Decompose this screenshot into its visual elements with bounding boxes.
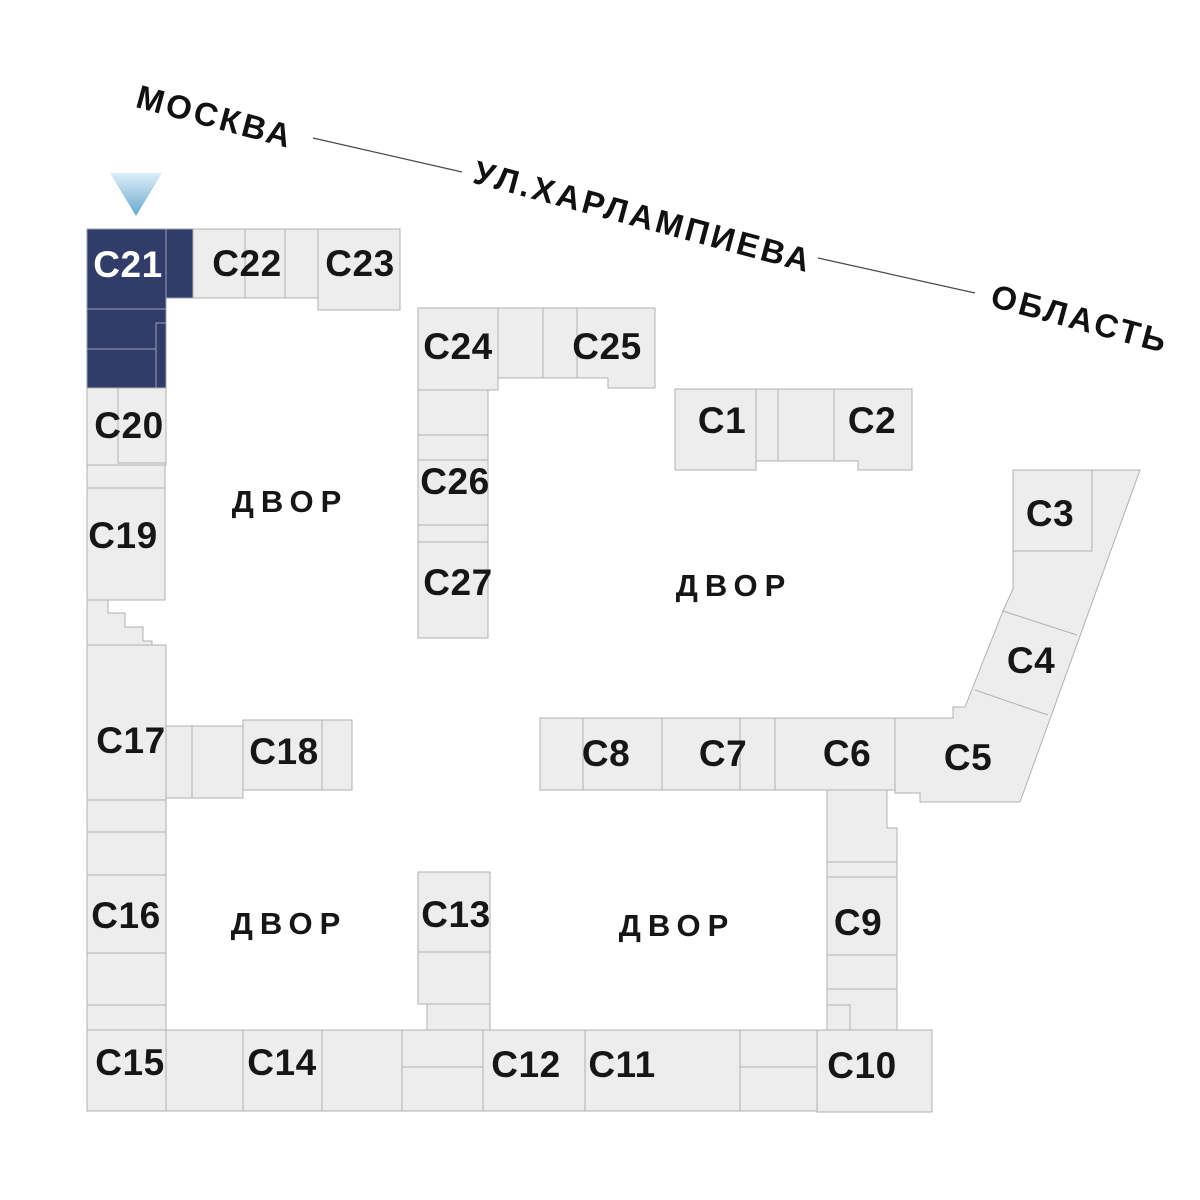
block-segment xyxy=(321,1029,403,1112)
building-c6-shape[interactable] xyxy=(774,717,896,791)
building-c23-shape[interactable] xyxy=(317,228,401,311)
street-start-label: МОСКВА xyxy=(133,78,298,155)
courtyard-label-top-left: ДВОР xyxy=(232,484,349,519)
street-line-right xyxy=(817,257,976,294)
building-c24-label: C24 xyxy=(423,326,492,367)
building-c21-wing[interactable] xyxy=(165,228,194,299)
building-c1-shape[interactable] xyxy=(674,388,757,471)
block-segment xyxy=(417,524,489,543)
block-segment xyxy=(86,952,167,1006)
building-c15-label: C15 xyxy=(95,1042,164,1083)
building-c21-group[interactable] xyxy=(86,228,194,389)
street-name-label: УЛ.ХАРЛАМПИЕВА xyxy=(470,153,817,279)
building-c26-label: C26 xyxy=(420,461,489,502)
building-c5-label: C5 xyxy=(944,737,992,778)
courtyard-label-bottom-right: ДВОР xyxy=(619,908,736,943)
block-segment xyxy=(739,1029,818,1112)
courtyard-label-top-right: ДВОР xyxy=(676,568,793,603)
building-c19-label: C19 xyxy=(88,515,157,556)
building-c26-shape[interactable] xyxy=(417,459,489,526)
building-c18-label: C18 xyxy=(249,731,318,772)
building-c7-shape[interactable] xyxy=(661,717,741,791)
block-segment xyxy=(401,1029,484,1112)
building-c10-label: C10 xyxy=(827,1045,896,1086)
street-line-left xyxy=(312,137,463,173)
building-c3-shape[interactable] xyxy=(1012,469,1093,552)
block-segment xyxy=(165,1029,244,1112)
block-segment xyxy=(321,719,353,791)
block-segment xyxy=(417,434,489,461)
block-segment xyxy=(497,307,578,379)
block-segment xyxy=(777,388,835,462)
building-c2-label: C2 xyxy=(848,400,896,441)
block-segment xyxy=(826,1004,851,1033)
block-segment xyxy=(826,861,898,878)
building-c7-label: C7 xyxy=(699,733,747,774)
building-c8-shape[interactable] xyxy=(582,717,663,791)
building-c21-shape[interactable] xyxy=(86,228,167,310)
block-segment xyxy=(426,1003,491,1031)
building-c1-label: C1 xyxy=(698,400,746,441)
building-c13-label: C13 xyxy=(421,894,490,935)
building-c12-shape[interactable] xyxy=(482,1029,586,1112)
block-segment xyxy=(86,799,167,833)
building-c14-label: C14 xyxy=(247,1042,316,1083)
building-c24-shape[interactable] xyxy=(417,307,499,391)
block-segment xyxy=(86,1004,167,1031)
building-c11-label: C11 xyxy=(588,1044,655,1085)
block-segment xyxy=(539,717,584,791)
block-divider xyxy=(1002,610,1078,636)
building-c18-shape[interactable] xyxy=(242,719,323,791)
building-c10-shape[interactable] xyxy=(816,1029,933,1113)
building-c17-label: C17 xyxy=(96,720,165,761)
building-c20-label: C20 xyxy=(94,405,163,446)
building-c22-label: C22 xyxy=(212,243,281,284)
building-c2-shape[interactable] xyxy=(833,388,913,471)
building-c6-stem xyxy=(826,789,898,863)
building-c6-label: C6 xyxy=(823,733,871,774)
building-c12-label: C12 xyxy=(491,1044,560,1085)
block-segment xyxy=(417,389,489,436)
building-c27-shape[interactable] xyxy=(417,541,489,639)
building-c8-label: C8 xyxy=(582,733,630,774)
building-c25-shape[interactable] xyxy=(576,307,656,389)
block-segment xyxy=(739,717,776,791)
block-segment xyxy=(86,831,167,876)
block-segment xyxy=(826,954,898,990)
building-c4-shape[interactable] xyxy=(974,689,1049,716)
building-c22-shape[interactable] xyxy=(192,228,319,299)
building-c25-label: C25 xyxy=(572,326,641,367)
block-segment xyxy=(755,388,779,462)
building-c4-label: C4 xyxy=(1007,640,1055,681)
courtyard-label-bottom-left: ДВОР xyxy=(231,906,348,941)
block-segment xyxy=(86,464,166,489)
block-segment xyxy=(417,951,491,1005)
building-c19-shape[interactable] xyxy=(86,487,166,601)
block-segment xyxy=(117,387,167,464)
building-c16-shape[interactable] xyxy=(86,874,167,954)
building-c17-shape[interactable] xyxy=(86,644,167,801)
building-c16-label: C16 xyxy=(91,895,160,936)
street-end-label: ОБЛАСТЬ xyxy=(987,277,1173,360)
building-c21-label: C21 xyxy=(93,244,162,285)
building-c9-label: C9 xyxy=(834,902,882,943)
block-segment xyxy=(165,725,244,799)
location-arrow-icon xyxy=(110,173,162,216)
building-c9-shape[interactable] xyxy=(826,876,898,956)
stairs-block xyxy=(86,599,153,646)
building-c21-segment[interactable] xyxy=(86,348,167,389)
building-c14-shape[interactable] xyxy=(242,1029,323,1112)
building-c23-label: C23 xyxy=(325,243,394,284)
building-c3-label: C3 xyxy=(1026,493,1074,534)
building-c21-notch xyxy=(155,322,167,389)
building-c27-label: C27 xyxy=(423,562,492,603)
building-c21-segment[interactable] xyxy=(86,308,167,350)
